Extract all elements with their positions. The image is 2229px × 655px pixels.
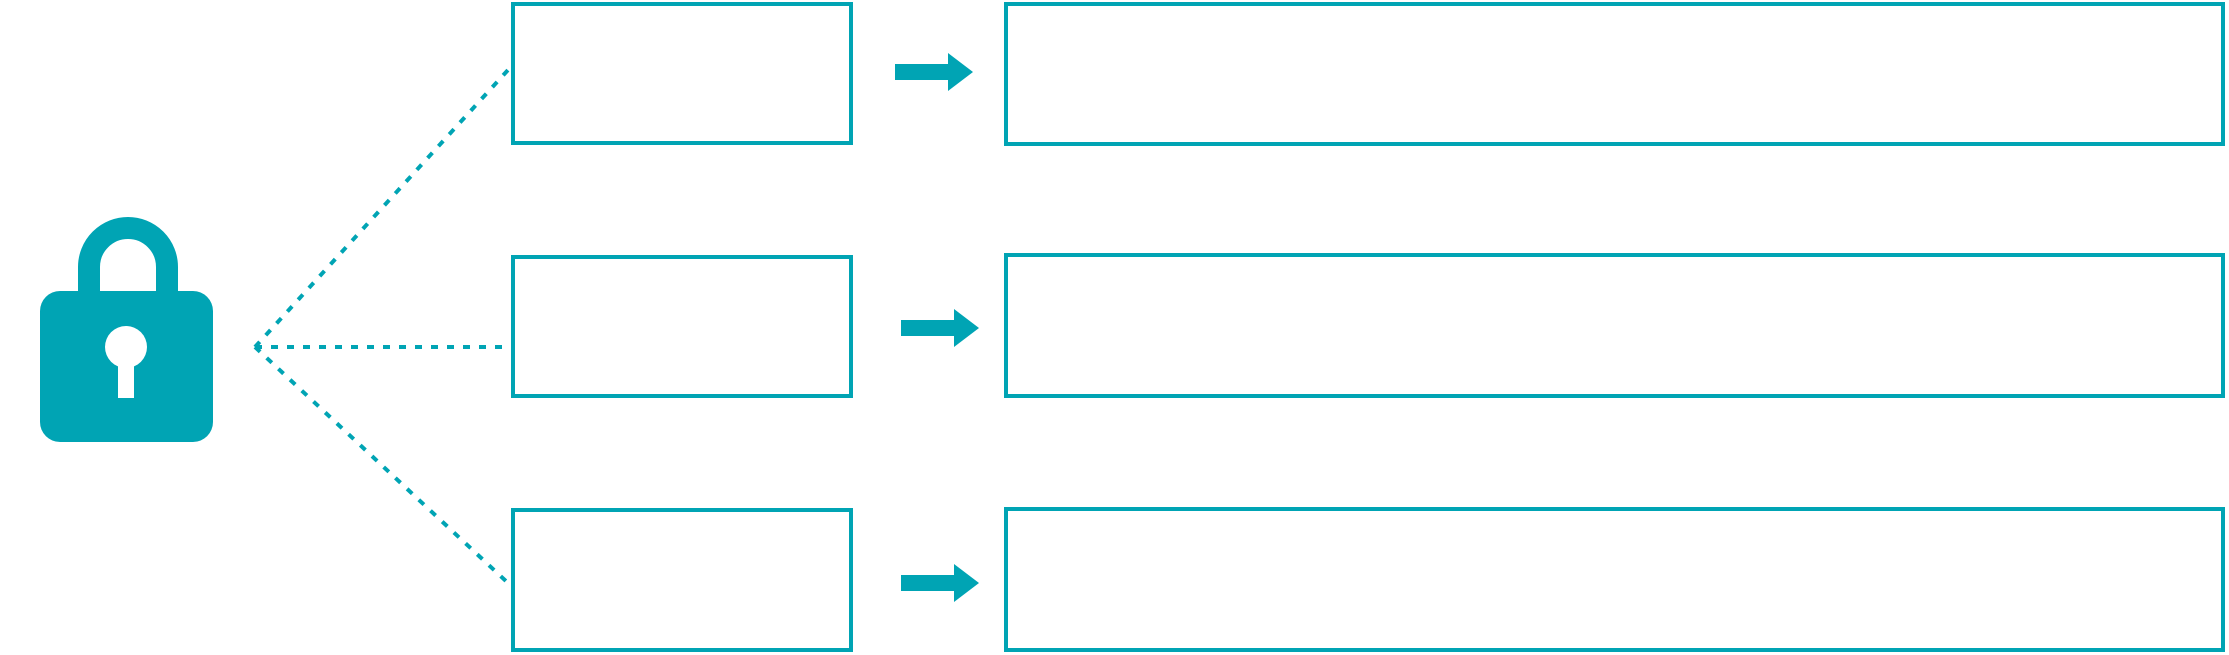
target-box-2 [1004,253,2225,398]
source-box-1 [511,2,853,145]
right-arrow-icon [895,53,973,91]
padlock-icon [40,217,213,442]
right-arrow-icon [901,309,979,347]
target-box-3 [1004,507,2225,652]
connector-line-bottom [253,345,510,585]
source-box-2 [511,255,853,398]
target-box-1 [1004,2,2225,146]
right-arrow-icon [901,564,979,602]
connector-line-top [253,68,510,349]
source-box-3 [511,508,853,652]
